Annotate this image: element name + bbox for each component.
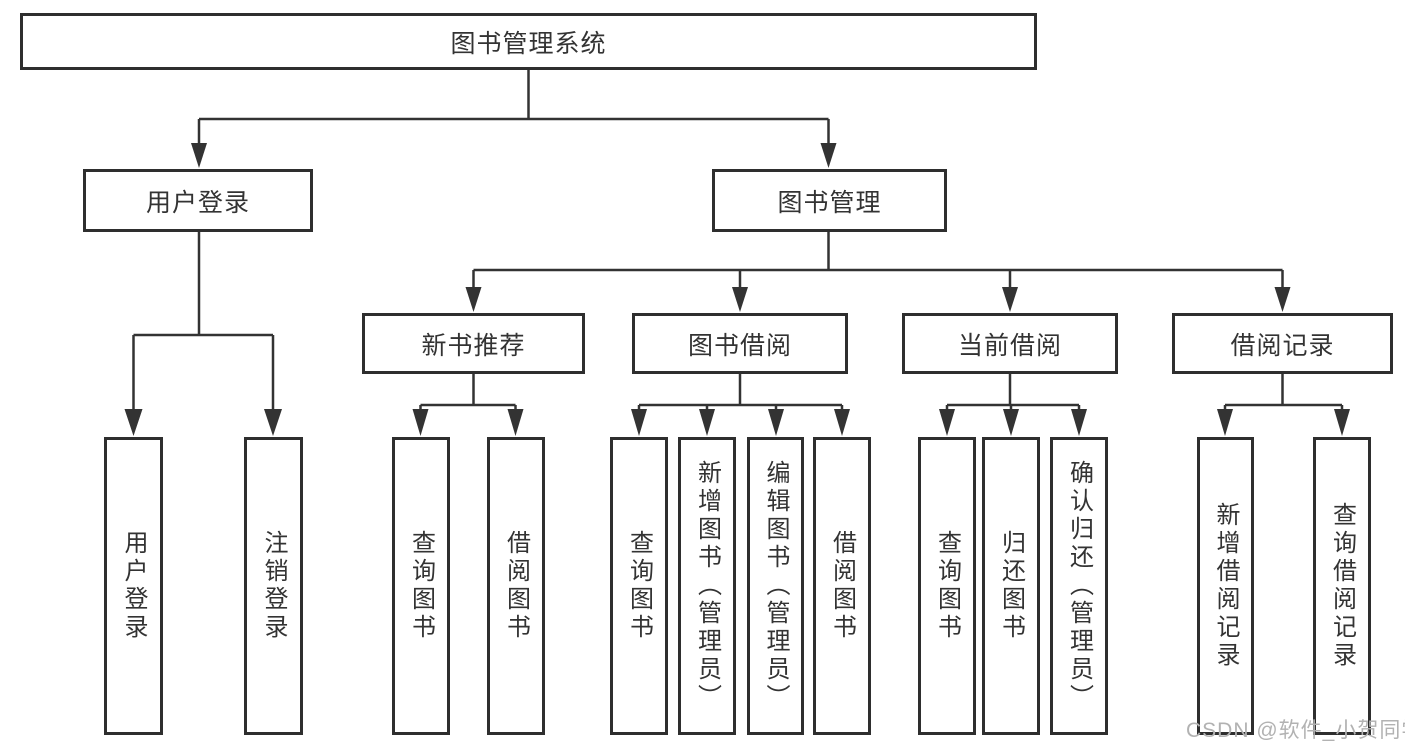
node-borrow-records-label: 借阅记录 — [1230, 331, 1335, 360]
connector-records-children — [1217, 374, 1350, 436]
node-book-borrow: 图书借阅 — [632, 313, 848, 374]
leaf-current-confirm-return-admin-label: 确认归还（管理员） — [1065, 460, 1093, 712]
node-book-management: 图书管理 — [712, 169, 947, 232]
connector-user-login-children — [124, 232, 282, 436]
node-borrow-records: 借阅记录 — [1172, 313, 1393, 374]
connector-recommend-children — [412, 374, 524, 436]
leaf-current-query-books-label: 查询图书 — [933, 530, 961, 642]
node-root: 图书管理系统 — [20, 13, 1037, 70]
node-new-book-recommend: 新书推荐 — [362, 313, 585, 374]
leaf-records-add-record-label: 新增借阅记录 — [1212, 502, 1239, 670]
leaf-current-return-books-label: 归还图书 — [997, 530, 1025, 642]
leaf-user-login: 用户登录 — [104, 437, 163, 735]
leaf-records-query-record-label: 查询借阅记录 — [1328, 502, 1356, 670]
leaf-borrow-edit-books-admin: 编辑图书（管理员） — [747, 437, 804, 735]
leaf-recommend-query-books-label: 查询图书 — [407, 530, 435, 642]
leaf-current-return-books: 归还图书 — [982, 437, 1040, 735]
connector-book-mgmt-children — [465, 232, 1291, 312]
leaf-borrow-borrow-books-label: 借阅图书 — [828, 530, 856, 642]
node-user-login: 用户登录 — [83, 169, 313, 232]
leaf-borrow-borrow-books: 借阅图书 — [813, 437, 871, 735]
leaf-current-confirm-return-admin: 确认归还（管理员） — [1050, 437, 1108, 735]
leaf-borrow-query-books-label: 查询图书 — [625, 530, 653, 642]
leaf-records-add-record: 新增借阅记录 — [1197, 437, 1254, 735]
leaf-recommend-borrow-books: 借阅图书 — [487, 437, 545, 735]
node-user-login-label: 用户登录 — [145, 188, 250, 217]
leaf-borrow-query-books: 查询图书 — [610, 437, 668, 735]
node-new-book-recommend-label: 新书推荐 — [421, 331, 526, 360]
node-current-borrow: 当前借阅 — [902, 313, 1118, 374]
node-book-borrow-label: 图书借阅 — [687, 331, 792, 360]
csdn-watermark: CSDN @软件_小贺同学 — [1186, 719, 1405, 742]
connector-borrow-children — [631, 374, 850, 436]
node-book-management-label: 图书管理 — [777, 188, 882, 217]
leaf-records-query-record: 查询借阅记录 — [1313, 437, 1371, 735]
leaf-borrow-edit-books-admin-label: 编辑图书（管理员） — [762, 460, 789, 712]
leaf-user-login-label: 用户登录 — [120, 530, 147, 642]
leaf-borrow-add-books-admin-label: 新增图书（管理员） — [693, 460, 721, 712]
connector-current-children — [939, 374, 1087, 436]
node-current-borrow-label: 当前借阅 — [957, 331, 1062, 360]
leaf-logout-label: 注销登录 — [260, 530, 287, 642]
leaf-recommend-query-books: 查询图书 — [392, 437, 450, 735]
leaf-borrow-add-books-admin: 新增图书（管理员） — [678, 437, 736, 735]
leaf-logout: 注销登录 — [244, 437, 303, 735]
node-root-label: 图书管理系统 — [450, 29, 607, 58]
connector-root-to-level2 — [191, 68, 837, 168]
leaf-recommend-borrow-books-label: 借阅图书 — [502, 530, 530, 642]
leaf-current-query-books: 查询图书 — [918, 437, 976, 735]
